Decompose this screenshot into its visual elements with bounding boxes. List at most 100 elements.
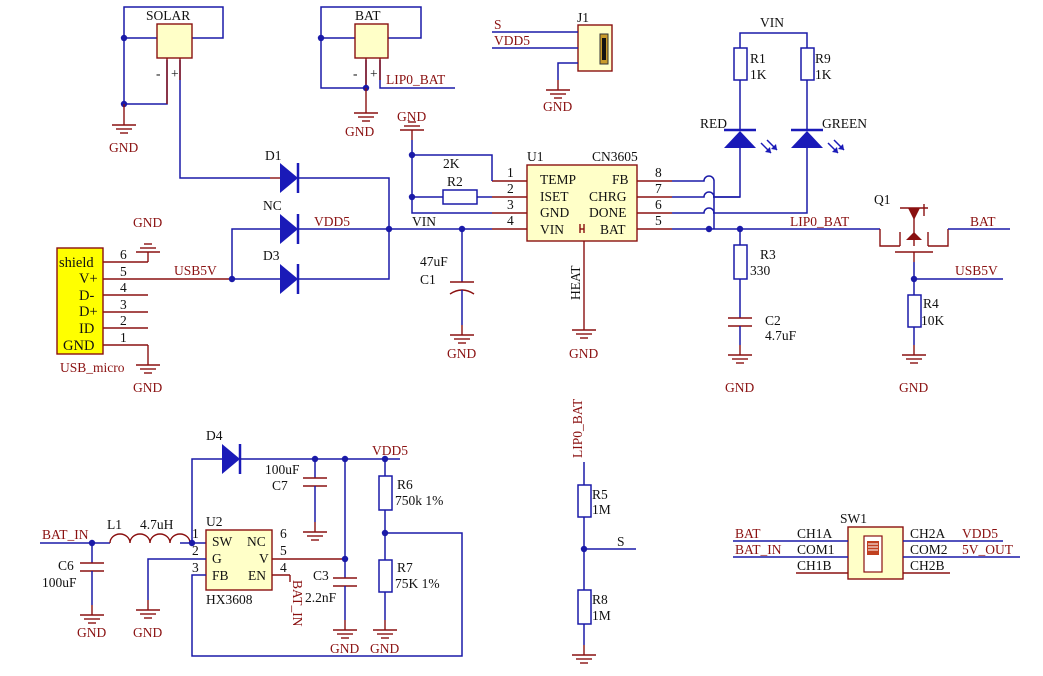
vdd5-label: VDD5 <box>962 526 998 541</box>
solar-connector: SOLAR - + GND <box>109 6 270 179</box>
u1-pin-name: BAT <box>600 222 626 237</box>
sw1-ref: SW1 <box>840 511 867 526</box>
bat-label: BAT <box>735 526 761 541</box>
usb-pin-num: 1 <box>120 330 127 345</box>
usb-pin-num: 6 <box>120 247 127 262</box>
gnd-label: GND <box>133 215 162 230</box>
gnd-label: GND <box>725 380 754 395</box>
charge-leds: VIN R1 1K R9 1K RED GREEN <box>700 15 867 214</box>
u1-pin-num: 8 <box>655 165 662 180</box>
gnd-label: GND <box>345 124 374 139</box>
gnd-label: GND <box>77 625 106 640</box>
c1-ref: C1 <box>420 272 436 287</box>
solar-ref: SOLAR <box>146 8 190 23</box>
u2-part: HX3608 <box>206 592 253 607</box>
c3-value: 2.2nF <box>305 590 337 605</box>
u1-pin-name: VIN <box>540 222 564 237</box>
bat-connector-ref: BAT <box>355 8 381 23</box>
vin-label: VIN <box>760 15 784 30</box>
u1-right-wiring: LIP0_BAT R3 330 C2 4.7uF GND <box>672 175 880 395</box>
usb-micro-connector: shield V+ D- D+ ID GND 6 5 4 3 2 1 USB_m… <box>56 215 232 395</box>
d4-ref: D4 <box>206 428 223 443</box>
vdd5-label: VDD5 <box>314 214 350 229</box>
r9-value: 1K <box>815 67 832 82</box>
u1-left-wiring: GND 2K R2 47uF C1 GND <box>389 109 493 361</box>
sw1-pin: COM1 <box>797 542 835 557</box>
gnd-label: GND <box>397 109 426 124</box>
u2-pin-num: 1 <box>192 526 199 541</box>
usb-pin-num: 4 <box>120 280 127 295</box>
bat-connector: BAT - + LIP0_BAT GND <box>317 6 455 139</box>
r6-value: 750k 1% <box>395 493 443 508</box>
u2-pin-name: NC <box>247 534 266 549</box>
u2-pin-name: SW <box>212 534 233 549</box>
u1-pin-name: TEMP <box>540 172 576 187</box>
u1-pin-name: ISET <box>540 189 569 204</box>
c2-value: 4.7uF <box>765 328 797 343</box>
d3-ref: D3 <box>263 248 280 263</box>
nc-ref: NC <box>263 198 282 213</box>
c3-ref: C3 <box>313 568 329 583</box>
s-label: S <box>494 17 502 32</box>
c7-value: 100uF <box>265 462 300 477</box>
lipo-bat-label: LIP0_BAT <box>790 214 850 229</box>
usb-pin-num: 2 <box>120 313 127 328</box>
gnd-label: GND <box>133 625 162 640</box>
r3-value: 330 <box>750 263 771 278</box>
c7-ref: C7 <box>272 478 288 493</box>
bat-in-label: BAT_IN <box>735 542 782 557</box>
u2-pin-name: EN <box>248 568 266 583</box>
gnd-label: GND <box>899 380 928 395</box>
u1-pin-name: CHRG <box>589 189 627 204</box>
gnd-label: GND <box>543 99 572 114</box>
u2-pin-num: 2 <box>192 543 199 558</box>
c1-value: 47uF <box>420 254 448 269</box>
vdd5-label: VDD5 <box>372 443 408 458</box>
c6-ref: C6 <box>58 558 74 573</box>
u2-pin-num: 4 <box>280 560 287 575</box>
u2-pin-name: V <box>259 551 269 566</box>
bat-connector-plus: + <box>370 66 378 81</box>
l1-ref: L1 <box>107 517 122 532</box>
usb-pin-name: ID <box>79 321 94 337</box>
gnd-label: GND <box>447 346 476 361</box>
u2-pin-name: FB <box>212 568 229 583</box>
r4-value: 10K <box>921 313 945 328</box>
usb-pin-num: 5 <box>120 264 127 279</box>
sw1-switch: SW1 BAT BAT_IN CH1A COM1 CH1B CH2A COM2 … <box>733 511 1020 580</box>
q1-mosfet: Q1 BAT USB5V R4 10K GND <box>874 192 1010 395</box>
gnd-label: GND <box>109 140 138 155</box>
u1-pin-num: 5 <box>655 213 662 228</box>
l1-value: 4.7uH <box>140 517 174 532</box>
sw1-pin: CH2A <box>910 526 946 541</box>
u1-part: CN3605 <box>592 149 638 164</box>
vdd5-label: VDD5 <box>494 33 530 48</box>
r8-ref: R8 <box>592 592 608 607</box>
j1-connector: J1 S VDD5 GND <box>492 10 613 114</box>
out5v-label: 5V_OUT <box>962 542 1014 557</box>
solar-minus: - <box>156 66 161 81</box>
s-label: S <box>617 534 625 549</box>
u1-cn3605: U1 CN3605 TEMP ISET GND VIN FB CHRG DONE… <box>492 149 672 361</box>
gnd-label: GND <box>133 380 162 395</box>
u1-pin-name: FB <box>612 172 629 187</box>
sw1-pin: COM2 <box>910 542 948 557</box>
usb-pin-name: D+ <box>79 304 98 320</box>
c2-ref: C2 <box>765 313 781 328</box>
u2-pin-name: G <box>212 551 222 566</box>
r8-value: 1M <box>592 608 611 623</box>
bat-label: BAT <box>970 214 996 229</box>
u2-pin-num: 6 <box>280 526 287 541</box>
u1-pin-num: 2 <box>507 181 514 196</box>
r1-ref: R1 <box>750 51 766 66</box>
q1-ref: Q1 <box>874 192 891 207</box>
vin-label: VIN <box>412 214 436 229</box>
r4-ref: R4 <box>923 296 939 311</box>
r7-ref: R7 <box>397 560 413 575</box>
j1-ref: J1 <box>577 10 589 25</box>
lipo-bat-label: LIP0_BAT <box>570 398 585 458</box>
r7-value: 75K 1% <box>395 576 440 591</box>
d1-ref: D1 <box>265 148 282 163</box>
u1-pin-num: 6 <box>655 197 662 212</box>
